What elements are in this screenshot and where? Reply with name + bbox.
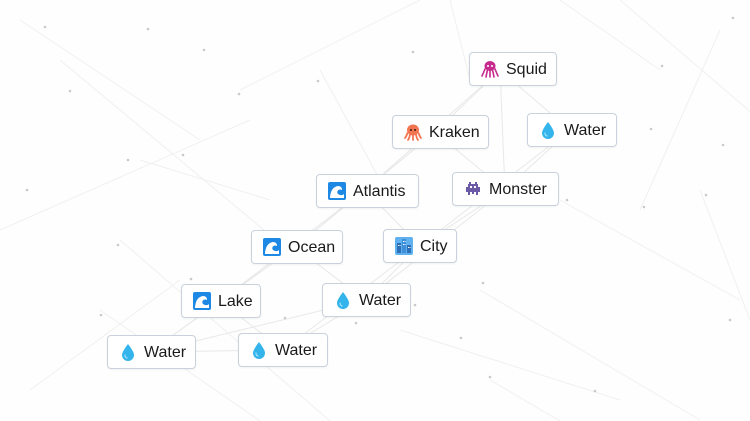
element-ocean[interactable]: Ocean [251, 230, 343, 264]
water-drop-icon [118, 342, 138, 362]
element-label: Water [275, 342, 318, 359]
element-label: Water [359, 292, 402, 309]
element-water[interactable]: Water [238, 333, 328, 367]
element-label: City [420, 238, 448, 255]
element-label: Water [144, 344, 187, 361]
element-city[interactable]: City [383, 229, 457, 263]
element-label: Water [564, 122, 607, 139]
element-water[interactable]: Water [322, 283, 411, 317]
kraken-icon [403, 122, 423, 142]
monster-icon [463, 179, 483, 199]
element-squid[interactable]: Squid [469, 52, 557, 86]
water-drop-icon [333, 290, 353, 310]
element-label: Squid [506, 61, 547, 78]
element-label: Ocean [288, 239, 336, 256]
element-label: Lake [218, 293, 253, 310]
wave-icon [192, 291, 212, 311]
element-monster[interactable]: Monster [452, 172, 559, 206]
city-icon [394, 236, 414, 256]
element-lake[interactable]: Lake [181, 284, 261, 318]
element-label: Kraken [429, 124, 480, 141]
element-water[interactable]: Water [107, 335, 196, 369]
wave-icon [262, 237, 282, 257]
element-atlantis[interactable]: Atlantis [316, 174, 419, 208]
element-water[interactable]: Water [527, 113, 617, 147]
squid-icon [480, 59, 500, 79]
water-drop-icon [249, 340, 269, 360]
element-label: Monster [489, 181, 547, 198]
water-drop-icon [538, 120, 558, 140]
element-label: Atlantis [353, 183, 406, 200]
wave-icon [327, 181, 347, 201]
element-kraken[interactable]: Kraken [392, 115, 489, 149]
